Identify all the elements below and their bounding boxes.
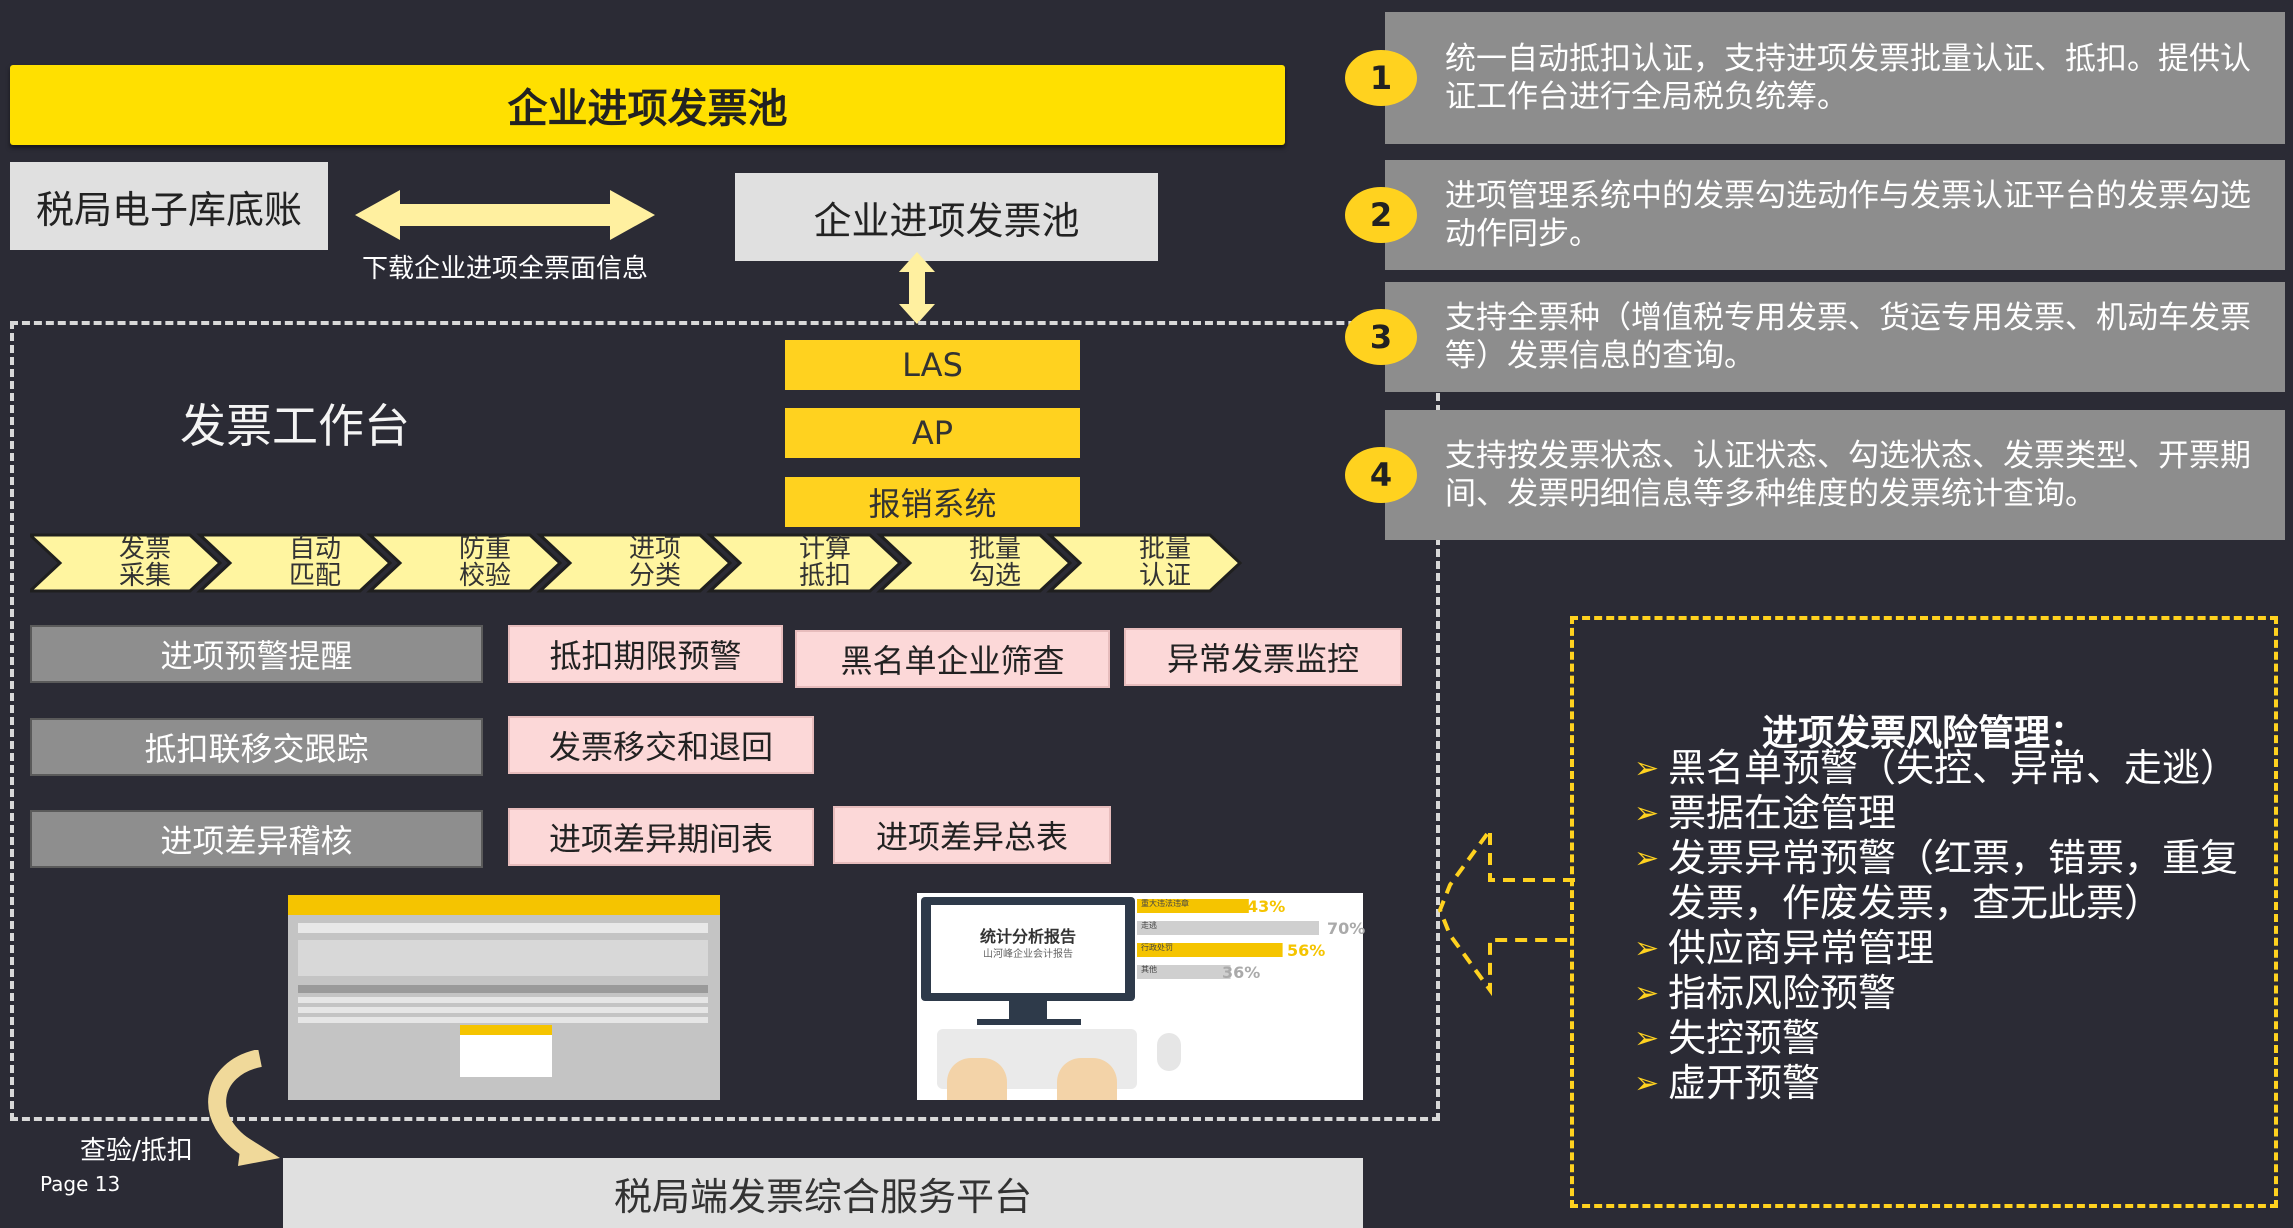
risk-item: ➢供应商异常管理 — [1634, 926, 1935, 970]
report-bar-label: 走逃 — [1141, 921, 1157, 930]
tax-ledger-box: 税局电子库底账 — [10, 162, 328, 250]
risk-list: ➢黑名单预警（失控、异常、走逃） ➢票据在途管理 ➢发票异常预警（红票，错票，重… — [1634, 746, 2254, 1106]
feature-panel-2: 2 进项管理系统中的发票勾选动作与发票认证平台的发票勾选动作同步。 — [1345, 160, 2285, 270]
report-bar — [1137, 899, 1249, 913]
page-number: Page 13 — [40, 1172, 121, 1196]
arrow-bullet-icon: ➢ — [1634, 976, 1660, 1011]
step-label: 防重校验 — [458, 534, 511, 591]
chevron-step — [30, 533, 223, 593]
risk-item: ➢票据在途管理 — [1634, 791, 1897, 835]
tax-platform-bar: 税局端发票综合服务平台 — [283, 1158, 1363, 1228]
chevron-step — [876, 533, 1073, 593]
feature-number-badge: 2 — [1345, 187, 1417, 243]
risk-item: ➢指标风险预警 — [1634, 971, 1897, 1015]
risk-item: ➢失控预警 — [1634, 1016, 1821, 1060]
report-bar-pct: 36% — [1222, 963, 1261, 982]
workbench-title: 发票工作台 — [180, 399, 410, 453]
report-bar-chart — [1137, 899, 1319, 979]
step-label: 进项分类 — [628, 534, 681, 591]
arrow-bullet-icon: ➢ — [1634, 796, 1660, 831]
system-las: LAS — [785, 340, 1080, 390]
chevron-step — [196, 533, 393, 593]
step-label: 批量勾选 — [968, 534, 1021, 591]
item-total-diff-table: 进项差异总表 — [833, 806, 1111, 864]
report-bar-pct: 56% — [1287, 941, 1326, 960]
download-label: 下载企业进项全票面信息 — [361, 254, 648, 284]
arrow-bullet-icon: ➢ — [1634, 1066, 1660, 1101]
report-bar-label: 其他 — [1141, 965, 1157, 974]
feature-text: 进项管理系统中的发票勾选动作与发票认证平台的发票勾选动作同步。 — [1445, 178, 2251, 252]
curved-arrow-icon — [208, 1050, 280, 1166]
chevron-step — [536, 533, 733, 593]
risk-item: ➢虚开预警 — [1634, 1061, 1821, 1105]
feature-panel-3: 3 支持全票种（增值税专用发票、货运专用发票、机动车发票等）发票信息的查询。 — [1345, 282, 2285, 392]
vertical-arrow-icon — [899, 252, 935, 324]
process-chevrons — [30, 533, 1243, 593]
category-input-warning: 进项预警提醒 — [30, 625, 483, 683]
item-transfer-return: 发票移交和退回 — [508, 716, 814, 774]
report-thumbnail: 统计分析报告 山河峰企业会计报告 重大违法违章 走逃 行政处罚 其他 43% 7… — [917, 893, 1366, 1100]
item-blacklist-screening: 黑名单企业筛查 — [795, 630, 1110, 688]
item-period-diff-table: 进项差异期间表 — [508, 808, 814, 866]
feature-number-badge: 1 — [1345, 50, 1417, 106]
chevron-step — [1046, 533, 1243, 593]
arrow-bullet-icon: ➢ — [1634, 751, 1660, 786]
feature-text: 统一自动抵扣认证，支持进项发票批量认证、抵扣。提供认证工作台进行全局税负统筹。 — [1445, 41, 2251, 115]
item-deduction-deadline: 抵扣期限预警 — [508, 625, 783, 683]
page-title: 企业进项发票池 — [10, 65, 1285, 145]
app-screenshot-thumbnail — [288, 895, 720, 1100]
feature-panel-1: 1 统一自动抵扣认证，支持进项发票批量认证、抵扣。提供认证工作台进行全局税负统筹… — [1345, 12, 2285, 144]
report-subtitle: 山河峰企业会计报告 — [983, 949, 1073, 960]
report-bar — [1137, 965, 1231, 979]
report-bar-label: 行政处罚 — [1141, 943, 1173, 952]
report-bar-label: 重大违法违章 — [1141, 899, 1189, 908]
arrow-bullet-icon: ➢ — [1634, 841, 1660, 876]
category-transfer-tracking: 抵扣联移交跟踪 — [30, 718, 483, 776]
system-ap: AP — [785, 408, 1080, 458]
step-label: 发票采集 — [118, 534, 171, 591]
system-reimbursement: 报销系统 — [785, 477, 1080, 527]
arrow-bullet-icon: ➢ — [1634, 931, 1660, 966]
chevron-step — [706, 533, 903, 593]
chevron-step — [366, 533, 563, 593]
step-label: 计算抵扣 — [798, 534, 851, 591]
report-bar-pct: 43% — [1247, 897, 1286, 916]
feature-text: 支持全票种（增值税专用发票、货运专用发票、机动车发票等）发票信息的查询。 — [1445, 300, 2251, 374]
dashed-connector-arrow-icon — [1437, 823, 1575, 997]
enterprise-pool-box: 企业进项发票池 — [735, 173, 1158, 261]
risk-item: ➢黑名单预警（失控、异常、走逃） — [1634, 746, 2239, 790]
risk-item: ➢发票异常预警（红票，错票，重复发票，作废发票，查无此票） — [1634, 836, 2239, 925]
feature-number-badge: 3 — [1345, 309, 1417, 365]
process-flow: 发票采集 自动匹配 防重校验 进项分类 计算抵扣 批量勾选 批量认证 — [30, 533, 1250, 593]
step-label: 批量认证 — [1138, 534, 1191, 591]
report-bar-pct: 70% — [1327, 919, 1366, 938]
arrow-bullet-icon: ➢ — [1634, 1021, 1660, 1056]
risk-title: 进项发票风险管理： — [1761, 713, 2086, 754]
item-abnormal-monitor: 异常发票监控 — [1124, 628, 1402, 686]
category-difference-audit: 进项差异稽核 — [30, 810, 483, 868]
risk-management-box: 进项发票风险管理： ➢黑名单预警（失控、异常、走逃） ➢票据在途管理 ➢发票异常… — [1570, 616, 2278, 1208]
workbench-frame — [10, 321, 1440, 1121]
feature-number-badge: 4 — [1345, 447, 1417, 503]
report-bar — [1137, 943, 1283, 957]
double-arrow-icon — [355, 190, 655, 240]
step-label: 自动匹配 — [288, 534, 341, 591]
check-deduct-label: 查验/抵扣 — [80, 1136, 193, 1166]
feature-panel-4: 4 支持按发票状态、认证状态、勾选状态、发票类型、开票期间、发票明细信息等多种维… — [1345, 410, 2285, 540]
feature-text: 支持按发票状态、认证状态、勾选状态、发票类型、开票期间、发票明细信息等多种维度的… — [1445, 438, 2251, 512]
report-title: 统计分析报告 — [979, 927, 1076, 946]
report-bar — [1137, 921, 1319, 935]
